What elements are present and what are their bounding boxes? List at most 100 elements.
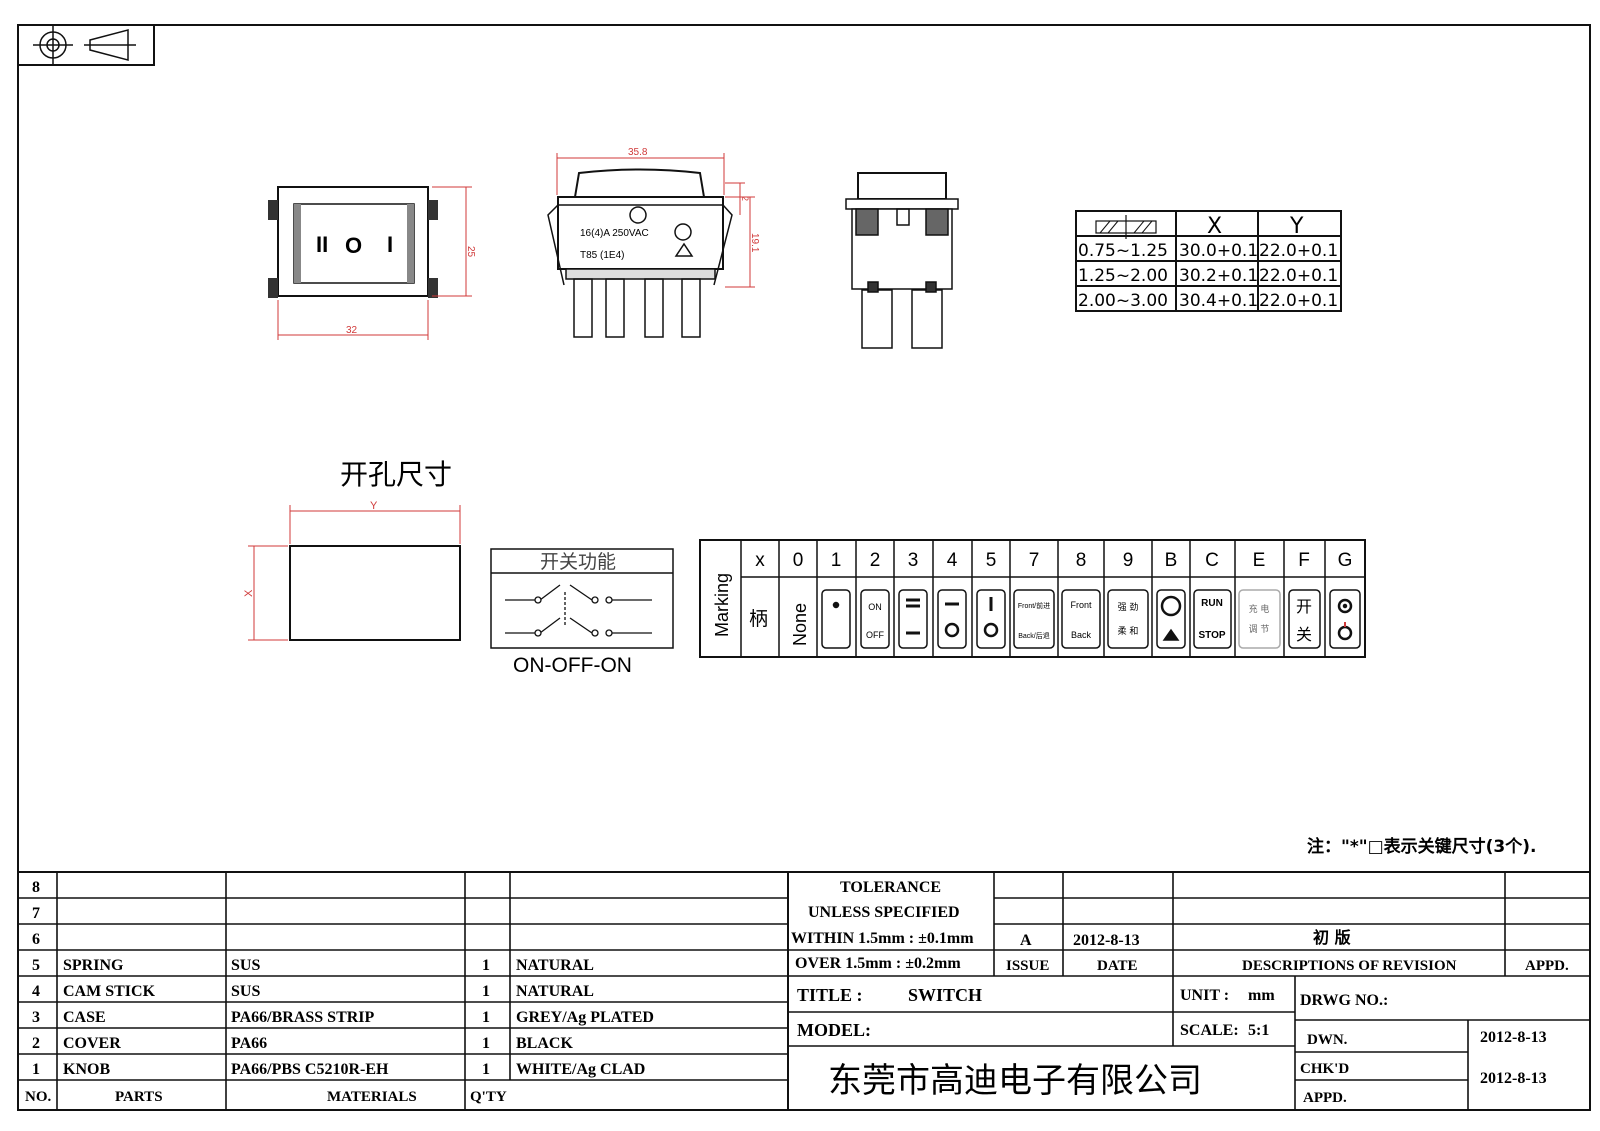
marking-code-4: 4: [947, 550, 958, 571]
part-material: PA66: [231, 1035, 267, 1052]
part-no: 4: [32, 983, 40, 1000]
marking-code-1: 1: [831, 550, 842, 571]
thickness-cell: 2.00~3.00: [1078, 291, 1168, 311]
marking-code-9: 9: [1123, 550, 1134, 571]
part-no: 2: [32, 1035, 40, 1052]
thickness-cell: 22.0+0.1: [1259, 291, 1338, 311]
key-run-stop-icon: [1193, 589, 1232, 649]
key-strong-label: 强 劲: [1118, 601, 1139, 613]
key-front-back-cn-icon: [1013, 589, 1055, 649]
side-width-dim: 35.8: [628, 147, 648, 158]
within-tolerance: WITHIN 1.5mm : ±0.1mm: [791, 930, 974, 947]
scale-value: 5:1: [1248, 1022, 1269, 1039]
part-qty: 1: [482, 1035, 490, 1052]
cutout-title: 开孔尺寸: [340, 458, 452, 491]
part-name: CAM STICK: [63, 983, 156, 1000]
model-label: MODEL:: [797, 1020, 871, 1040]
marking-code-7: 7: [1029, 550, 1040, 571]
company-name: 东莞市高迪电子有限公司: [828, 1061, 1202, 1101]
part-qty: 1: [482, 983, 490, 1000]
key-close-label: 关: [1296, 625, 1312, 644]
key-off-label: OFF: [866, 630, 884, 640]
thickness-cell: 30.4+0.1: [1179, 291, 1258, 311]
unit-value: mm: [1248, 987, 1275, 1004]
marking-code-5: 5: [986, 550, 997, 571]
side-view: [547, 168, 733, 338]
row-number: 6: [32, 931, 40, 948]
date-header: DATE: [1097, 958, 1138, 974]
thickness-cell: 30.2+0.1: [1179, 266, 1258, 286]
revision-description: 初 版: [1313, 928, 1351, 947]
marking-table: [699, 539, 1366, 658]
appd-header: APPD.: [1525, 958, 1569, 974]
parts-header-parts: PARTS: [115, 1089, 163, 1105]
cutout-width-label: Y: [370, 500, 378, 512]
key-home-icon: [1156, 589, 1186, 649]
cutout-rect: [289, 545, 461, 641]
part-name: CASE: [63, 1009, 106, 1026]
marking-code-x: x: [755, 550, 765, 571]
front-view: II O I 32 25: [268, 186, 476, 340]
thickness-cell: 0.75~1.25: [1078, 241, 1168, 261]
thickness-header-x: X: [1207, 214, 1222, 239]
sheet-border: [17, 24, 1591, 1111]
chkd-label: CHK'D: [1300, 1061, 1349, 1077]
row-number: 7: [32, 905, 40, 922]
part-qty: 1: [482, 1061, 490, 1078]
key-equals-icon: [898, 589, 928, 649]
key-back-label: Back: [1071, 630, 1092, 640]
scale-label: SCALE:: [1180, 1022, 1239, 1039]
end-view: [845, 172, 959, 349]
parts-header-qty: Q'TY: [470, 1089, 507, 1105]
part-finish: WHITE/Ag CLAD: [516, 1061, 645, 1078]
switch-function-title: 开关功能: [540, 551, 616, 573]
part-no: 5: [32, 957, 40, 974]
projection-symbol-icon: [17, 24, 155, 66]
part-material: PA66/PBS C5210R-EH: [231, 1061, 389, 1078]
marking-code-e: E: [1253, 550, 1266, 571]
front-width-dim: 32: [346, 325, 358, 336]
switch-function-box: [490, 548, 674, 649]
thickness-cell: 30.0+0.1: [1179, 241, 1258, 261]
cutout-height-label: X: [243, 589, 255, 597]
front-symbol-0: O: [345, 233, 362, 258]
part-qty: 1: [482, 1009, 490, 1026]
thickness-header-y: Y: [1289, 214, 1304, 239]
rating-line-2: T85 (1E4): [580, 250, 624, 261]
key-dimension-note: 注："*"□表示关键尺寸(3个).: [1307, 836, 1537, 857]
thickness-table: [1075, 210, 1342, 312]
part-finish: NATURAL: [516, 983, 594, 1000]
title-block-grid: [18, 871, 1590, 1110]
side-small-dim: 2: [740, 196, 750, 201]
part-finish: NATURAL: [516, 957, 594, 974]
tolerance-label: TOLERANCE: [840, 879, 941, 896]
drwg-no-label: DRWG NO.:: [1300, 992, 1388, 1009]
thickness-cell: 22.0+0.1: [1259, 241, 1338, 261]
issue-value: A: [1020, 932, 1032, 949]
key-open-close-icon: [1288, 589, 1321, 649]
part-material: SUS: [231, 957, 260, 974]
descriptions-header: DESCRIPTIONS OF REVISION: [1242, 958, 1457, 974]
key-line-circle-icon: [937, 589, 967, 649]
part-name: SPRING: [63, 957, 124, 974]
dwn-date: 2012-8-13: [1480, 1029, 1547, 1046]
part-material: SUS: [231, 983, 260, 1000]
key-power-icon: [1329, 589, 1361, 649]
front-symbol-1: I: [387, 232, 393, 257]
key-open-label: 开: [1296, 597, 1312, 616]
rating-line-1: 16(4)A 250VAC: [580, 228, 649, 239]
part-material: PA66/BRASS STRIP: [231, 1009, 375, 1026]
thickness-cell: 1.25~2.00: [1078, 266, 1168, 286]
key-on-label: ON: [868, 602, 882, 612]
key-stop-label: STOP: [1198, 630, 1225, 641]
title-label: TITLE :: [797, 985, 863, 1005]
over-tolerance: OVER 1.5mm : ±0.2mm: [795, 955, 961, 972]
marking-code-g: G: [1338, 550, 1353, 571]
chkd-date: 2012-8-13: [1480, 1070, 1547, 1087]
key-front-label: Front: [1070, 600, 1092, 610]
switch-mode-label: ON-OFF-ON: [513, 654, 632, 677]
issue-date: 2012-8-13: [1073, 932, 1140, 949]
key-charge-icon: [1238, 589, 1281, 649]
marking-code-b: B: [1165, 550, 1178, 571]
